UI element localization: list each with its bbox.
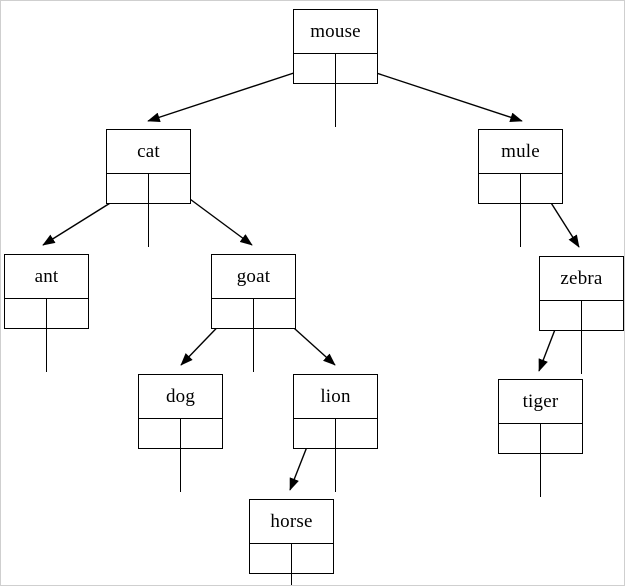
tree-node-label: goat bbox=[212, 255, 295, 299]
tree-node-ant[interactable]: ant bbox=[4, 254, 89, 372]
tree-node-label: mouse bbox=[294, 10, 377, 54]
right-pointer-cell-goat[interactable] bbox=[254, 299, 296, 372]
tree-node-lion[interactable]: lion bbox=[293, 374, 378, 492]
tree-node-pointers bbox=[540, 301, 623, 374]
tree-edge-mouse-left-cat bbox=[147, 66, 313, 122]
left-pointer-cell-mouse[interactable] bbox=[294, 54, 336, 127]
tree-node-goat[interactable]: goat bbox=[211, 254, 296, 372]
tree-node-mouse[interactable]: mouse bbox=[293, 9, 378, 127]
right-pointer-cell-dog[interactable] bbox=[181, 419, 223, 492]
tree-node-pointers bbox=[212, 299, 295, 372]
tree-node-dog[interactable]: dog bbox=[138, 374, 223, 492]
left-pointer-cell-ant[interactable] bbox=[5, 299, 47, 372]
tree-node-label: lion bbox=[294, 375, 377, 419]
tree-node-label: zebra bbox=[540, 257, 623, 301]
tree-node-label: horse bbox=[250, 500, 333, 544]
tree-node-pointers bbox=[107, 174, 190, 247]
tree-node-label: mule bbox=[479, 130, 562, 174]
tree-node-pointers bbox=[5, 299, 88, 372]
right-pointer-cell-horse[interactable] bbox=[292, 544, 334, 585]
right-pointer-cell-ant[interactable] bbox=[47, 299, 89, 372]
right-pointer-cell-mule[interactable] bbox=[521, 174, 563, 247]
tree-node-pointers bbox=[294, 419, 377, 492]
left-pointer-cell-goat[interactable] bbox=[212, 299, 254, 372]
tree-edge-mouse-right-mule bbox=[357, 66, 523, 122]
tree-node-mule[interactable]: mule bbox=[478, 129, 563, 247]
tree-node-pointers bbox=[479, 174, 562, 247]
tree-node-cat[interactable]: cat bbox=[106, 129, 191, 247]
left-pointer-cell-horse[interactable] bbox=[250, 544, 292, 585]
tree-node-pointers bbox=[250, 544, 334, 585]
tree-node-label: cat bbox=[107, 130, 190, 174]
tree-node-pointers bbox=[499, 424, 582, 497]
right-pointer-cell-mouse[interactable] bbox=[336, 54, 378, 127]
tree-node-label: ant bbox=[5, 255, 88, 299]
tree-node-pointers bbox=[139, 419, 222, 492]
right-pointer-cell-zebra[interactable] bbox=[582, 301, 624, 374]
tree-node-label: dog bbox=[139, 375, 222, 419]
left-pointer-cell-dog[interactable] bbox=[139, 419, 181, 492]
tree-node-pointers bbox=[294, 54, 377, 127]
right-pointer-cell-lion[interactable] bbox=[336, 419, 378, 492]
tree-node-label: tiger bbox=[499, 380, 582, 424]
tree-node-horse[interactable]: horse bbox=[249, 499, 334, 585]
left-pointer-cell-zebra[interactable] bbox=[540, 301, 582, 374]
right-pointer-cell-cat[interactable] bbox=[149, 174, 191, 247]
right-pointer-cell-tiger[interactable] bbox=[541, 424, 583, 497]
left-pointer-cell-tiger[interactable] bbox=[499, 424, 541, 497]
tree-node-zebra[interactable]: zebra bbox=[539, 256, 624, 374]
left-pointer-cell-mule[interactable] bbox=[479, 174, 521, 247]
left-pointer-cell-lion[interactable] bbox=[294, 419, 336, 492]
tree-node-tiger[interactable]: tiger bbox=[498, 379, 583, 497]
left-pointer-cell-cat[interactable] bbox=[107, 174, 149, 247]
